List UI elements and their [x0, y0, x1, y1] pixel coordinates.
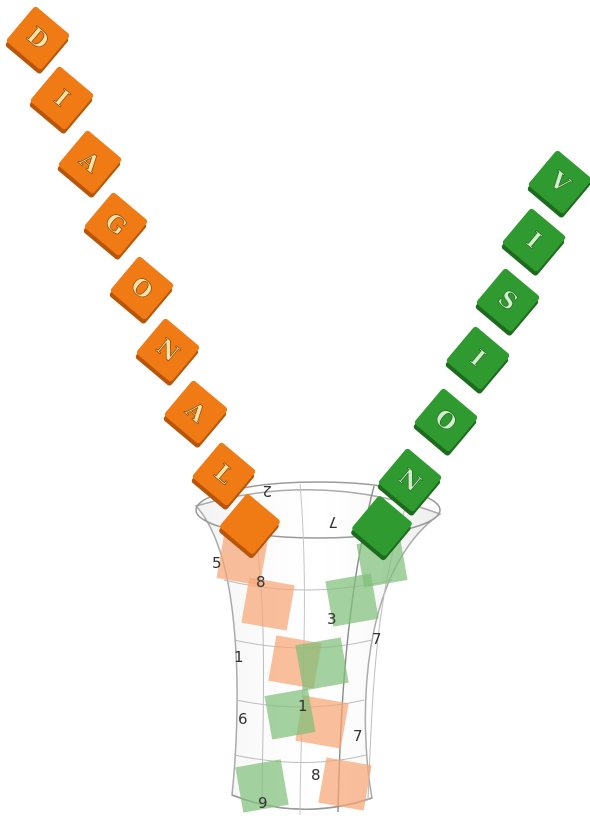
letter-tile: D [3, 6, 72, 75]
vase-number: 2 [262, 482, 272, 500]
vase-number: 8 [256, 573, 266, 591]
vase-number: 8 [311, 766, 321, 784]
ghost-tile-green [295, 637, 348, 690]
vase-number: 3 [327, 610, 337, 628]
letter-tile: I [499, 208, 568, 277]
vase-number: 1 [298, 697, 308, 715]
vase-number: 6 [238, 710, 248, 728]
letter-tile: V [525, 150, 590, 219]
letter-tile: S [473, 268, 542, 337]
vase-number: 7 [372, 630, 382, 648]
ghost-tile-orange [241, 577, 294, 630]
letter-tile: G [81, 192, 150, 261]
vase-number: 5 [212, 554, 222, 572]
vase-number: 1 [234, 648, 244, 666]
letter-tile: A [55, 130, 124, 199]
vase-number: 7 [353, 727, 363, 745]
letter-tile: N [133, 318, 202, 387]
vase-number: 9 [258, 794, 268, 812]
letter-tile: I [443, 326, 512, 395]
letter-tile: O [411, 388, 480, 457]
ghost-tile-green [265, 689, 316, 740]
vase-number: 7 [328, 513, 338, 531]
letter-tile: I [27, 66, 96, 135]
letter-tile: A [161, 380, 230, 449]
ghost-tile-orange [318, 757, 371, 810]
letter-tile: O [107, 256, 176, 325]
